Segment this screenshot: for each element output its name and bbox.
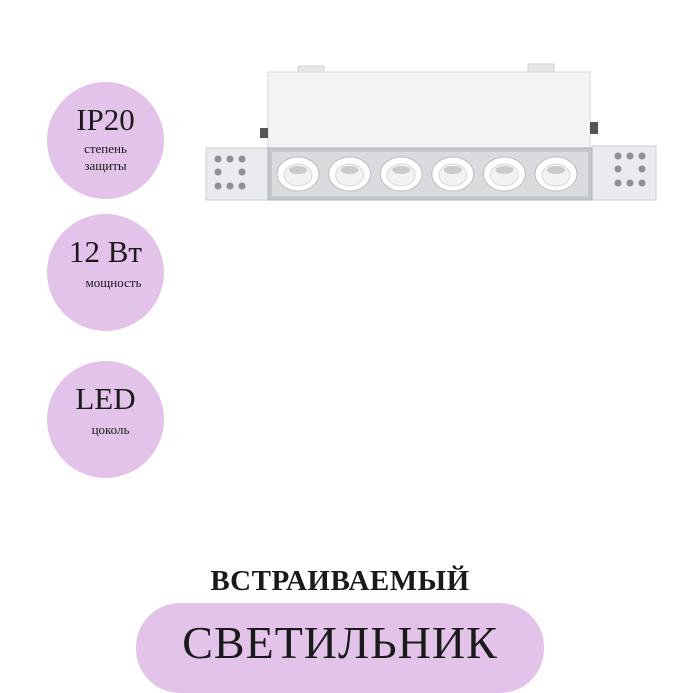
ip-rating-label-line2: защиты xyxy=(84,158,127,173)
lens-5 xyxy=(482,156,526,192)
lens-4 xyxy=(431,156,475,192)
base-type-value: LED xyxy=(75,381,136,416)
power-badge: 12 Вт мощность xyxy=(47,214,164,331)
mounting-bracket-left xyxy=(205,147,271,201)
lens-2 xyxy=(328,156,372,192)
ip-rating-label: степень защиты xyxy=(47,140,164,174)
ip-rating-value: IP20 xyxy=(76,102,135,137)
power-label: мощность xyxy=(85,275,142,290)
power-value: 12 Вт xyxy=(69,234,142,269)
lens-row xyxy=(276,156,578,192)
base-type-badge: LED цоколь xyxy=(47,361,164,478)
product-type-caption: ВСТРАИВАЕМЫЙ xyxy=(210,565,470,597)
base-type-label: цоколь xyxy=(91,422,130,437)
lens-3 xyxy=(379,156,423,192)
ip-rating-label-line1: степень xyxy=(84,141,127,156)
mounting-bracket-right xyxy=(591,145,657,201)
lens-1 xyxy=(276,156,320,192)
ip-rating-badge: IP20 степень защиты xyxy=(47,82,164,199)
lens-6 xyxy=(534,156,578,192)
product-image xyxy=(205,63,657,201)
product-title: СВЕТИЛЬНИК xyxy=(182,617,498,668)
title-pill xyxy=(136,603,544,693)
